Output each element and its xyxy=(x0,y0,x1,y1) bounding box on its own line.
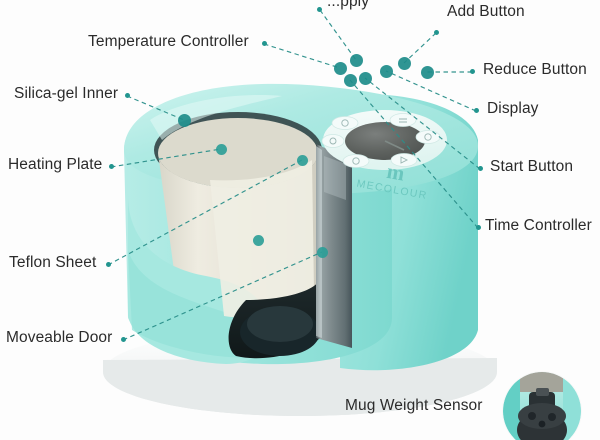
dot-reduce-button-label xyxy=(470,69,475,74)
add-icon xyxy=(399,118,407,123)
anchor-temperature-controller xyxy=(334,62,347,75)
anchor-teflon-sheet xyxy=(297,155,308,166)
dot-silica-gel-inner-label xyxy=(125,93,130,98)
dot-display-label xyxy=(474,108,479,113)
display-pointer xyxy=(384,140,405,151)
panel-button-well-add xyxy=(389,113,417,127)
dot-add-button-label xyxy=(434,30,439,35)
inset-sensor-plate xyxy=(518,403,566,429)
anchor-display xyxy=(380,65,393,78)
leader-temperature-controller xyxy=(263,43,341,69)
start-icon xyxy=(400,156,409,164)
anchor-start-button xyxy=(359,72,372,85)
body-sheen xyxy=(150,95,282,140)
inset-back-wall xyxy=(520,372,563,392)
leader-heating-plate xyxy=(110,148,222,168)
inset-sensor-pin-right xyxy=(548,413,556,421)
inset-sensor-pin-center xyxy=(538,420,546,428)
callout-label-temperature-controller: Temperature Controller xyxy=(88,33,249,50)
callout-label-teflon-sheet: Teflon Sheet xyxy=(9,254,97,271)
leader-display xyxy=(385,70,477,112)
mug-weight-sensor-top xyxy=(247,306,313,342)
panel-button-well-temp xyxy=(321,134,345,148)
anchor-silica-gel-inner xyxy=(178,114,191,127)
callout-label-moveable-door: Moveable Door xyxy=(6,329,113,346)
dot-teflon-sheet-label xyxy=(106,262,111,267)
panel-button-well-power xyxy=(331,116,359,130)
callout-label-add-button: Add Button xyxy=(447,3,525,20)
panel-button-glyphs xyxy=(329,118,432,165)
dot-temperature-controller-label xyxy=(262,41,267,46)
callout-label-silica-gel-inner: Silica-gel Inner xyxy=(14,85,119,102)
leader-moveable-door xyxy=(122,251,323,341)
anchor-reduce-button xyxy=(421,66,434,79)
cavity-opening-inner xyxy=(158,118,318,188)
dot-start-button-label xyxy=(478,166,483,171)
body-front-scoop-shade xyxy=(128,250,262,358)
callout-label-heating-plate: Heating Plate xyxy=(8,156,103,173)
inset-illustration xyxy=(503,372,581,440)
anchor-power-supply xyxy=(350,54,363,67)
callout-label-display: Display xyxy=(487,100,539,117)
anchor-add-button xyxy=(398,57,411,70)
leader-time-controller xyxy=(349,79,479,229)
reduce-icon xyxy=(424,133,432,141)
leader-silica-gel-inner xyxy=(126,95,185,121)
callout-label-power-supply: ...pply xyxy=(327,0,370,10)
callout-label-time-controller: Time Controller xyxy=(485,217,592,234)
callout-label-reduce-button: Reduce Button xyxy=(483,61,587,78)
panel-button-well-time xyxy=(342,154,370,168)
panel-button-well-start xyxy=(390,153,418,167)
time-icon xyxy=(352,157,360,165)
leader-start-button xyxy=(364,77,481,170)
leader-power-supply xyxy=(319,9,357,61)
power-icon xyxy=(341,119,349,127)
inset-sensor-pin-left xyxy=(528,412,536,420)
dot-moveable-door-label xyxy=(121,337,126,342)
callout-label-mug-weight-sensor: Mug Weight Sensor xyxy=(345,397,483,414)
anchor-teflon-sheet-mid xyxy=(253,235,264,246)
mug-weight-sensor-inset xyxy=(503,372,581,440)
callout-label-start-button: Start Button xyxy=(490,158,574,175)
door-highlight xyxy=(324,156,346,200)
dot-power-supply-label xyxy=(317,7,322,12)
leader-teflon-sheet xyxy=(107,159,303,266)
moveable-door xyxy=(316,144,352,348)
base-plate-side xyxy=(103,358,497,416)
anchor-time-controller xyxy=(344,74,357,87)
temp-icon xyxy=(329,137,337,145)
anchor-moveable-door xyxy=(317,247,328,258)
dot-heating-plate-label xyxy=(109,164,114,169)
anchor-heating-plate xyxy=(216,144,227,155)
dot-time-controller-label xyxy=(476,225,481,230)
inset-sensor-tab xyxy=(536,388,549,396)
teflon-sheet xyxy=(316,146,322,338)
